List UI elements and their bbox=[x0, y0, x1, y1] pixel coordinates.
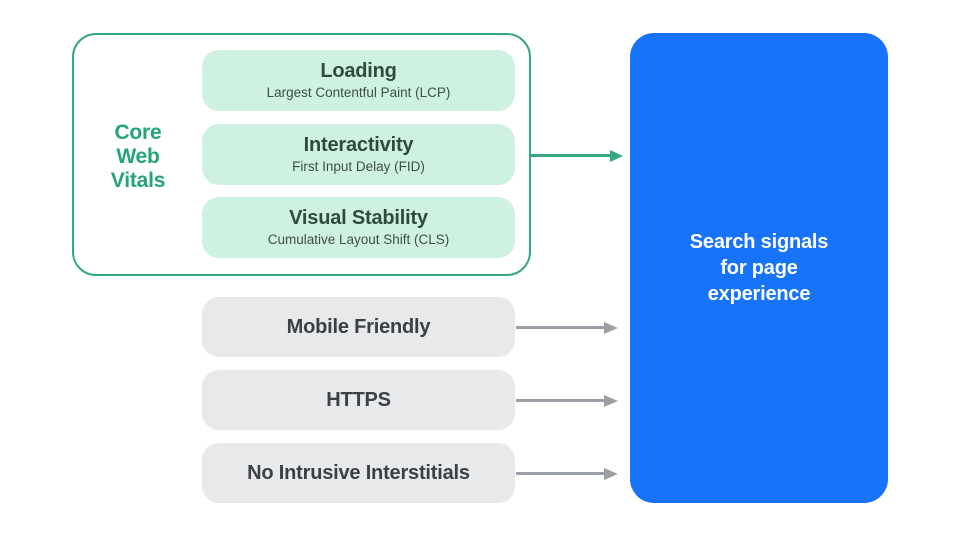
pill-loading-subtitle: Largest Contentful Paint (LCP) bbox=[266, 85, 451, 100]
gray-arrow-head bbox=[604, 467, 618, 480]
pill-interactivity-subtitle: First Input Delay (FID) bbox=[292, 159, 425, 174]
gray-arrow-head bbox=[604, 394, 618, 407]
search-signals-box-text: Search signals for page experience bbox=[689, 229, 829, 307]
pill-visual-stability-title: Visual Stability bbox=[289, 207, 428, 229]
pill-mobile-friendly: Mobile Friendly bbox=[202, 297, 515, 357]
gray-arrow-shaft bbox=[516, 326, 604, 329]
core-web-vitals-label-line: Web bbox=[116, 145, 160, 168]
pill-interactivity-title: Interactivity bbox=[303, 134, 414, 156]
gray-arrow-head bbox=[604, 321, 618, 334]
search-signals-box-text-line: experience bbox=[707, 283, 811, 305]
pill-loading: Loading Largest Contentful Paint (LCP) bbox=[202, 50, 515, 111]
green-arrow-head bbox=[610, 149, 623, 162]
core-web-vitals-label-line: Vitals bbox=[110, 169, 166, 192]
search-signals-box-text-line: for page bbox=[720, 257, 798, 279]
pill-https: HTTPS bbox=[202, 370, 515, 430]
search-signals-box-text-line: Search signals bbox=[689, 231, 829, 253]
core-web-vitals-label-line: Core bbox=[114, 121, 162, 144]
pill-mobile-friendly-label: Mobile Friendly bbox=[286, 315, 431, 338]
pill-no-intrusive-interstitials: No Intrusive Interstitials bbox=[202, 443, 515, 503]
green-arrow-shaft bbox=[530, 154, 610, 157]
pill-visual-stability: Visual Stability Cumulative Layout Shift… bbox=[202, 197, 515, 258]
gray-arrow-shaft bbox=[516, 399, 604, 402]
gray-arrow-shaft bbox=[516, 472, 604, 475]
pill-visual-stability-subtitle: Cumulative Layout Shift (CLS) bbox=[267, 232, 450, 247]
pill-loading-title: Loading bbox=[320, 60, 397, 82]
search-signals-box: Search signals for page experience bbox=[630, 33, 888, 503]
core-web-vitals-label: Core Web Vitals bbox=[72, 121, 204, 193]
pill-interactivity: Interactivity First Input Delay (FID) bbox=[202, 124, 515, 185]
pill-no-intrusive-interstitials-label: No Intrusive Interstitials bbox=[247, 461, 470, 484]
pill-https-label: HTTPS bbox=[326, 388, 391, 411]
